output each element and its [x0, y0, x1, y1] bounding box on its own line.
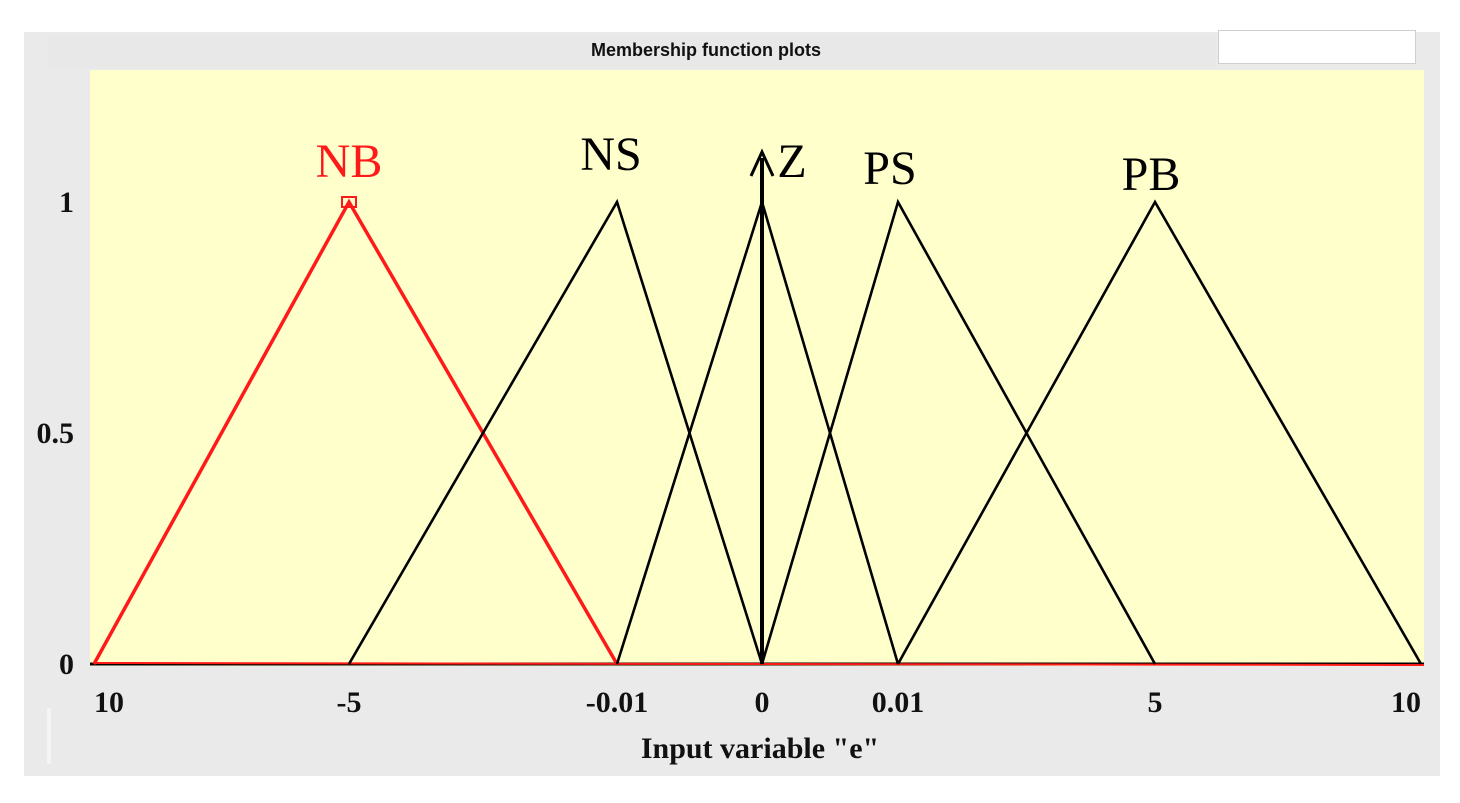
plot-area[interactable] [90, 70, 1424, 666]
zero-axis-arrow [749, 148, 775, 664]
mf-curve-ps [760, 198, 1157, 665]
x-tick-label: 5 [1148, 686, 1163, 719]
selection-handle [341, 196, 357, 208]
membership-curves [90, 196, 1425, 666]
y-tick-label: 1 [59, 186, 74, 219]
x-tick-label: 0.01 [872, 686, 925, 719]
mf-label-z: Z [777, 135, 806, 188]
arrow-head [749, 148, 775, 177]
panel-header [48, 36, 1216, 68]
y-tick-labels: 00.51 [37, 186, 75, 681]
info-box [1218, 30, 1416, 64]
x-tick-labels: 10 -5 -0.01 0 0.01 5 10 [94, 686, 1421, 719]
mf-curve-nb [92, 198, 619, 665]
x-tick-label: 0 [755, 686, 770, 719]
scroll-marker [47, 708, 51, 764]
mf-label-ps: PS [863, 142, 916, 195]
mf-curve-ns [347, 198, 764, 665]
mf-label-pb: PB [1122, 148, 1181, 201]
x-tick-label: -5 [337, 686, 362, 719]
mf-label-nb: NB [316, 135, 383, 188]
membership-labels: NB NS Z PS PB [316, 128, 1181, 201]
mf-baseline-nb [93, 662, 1425, 666]
y-tick-label: 0.5 [37, 417, 75, 450]
panel-title: Membership function plots [590, 40, 821, 60]
x-tick-label: 10 [1391, 686, 1421, 719]
mf-label-ns: NS [580, 128, 641, 181]
y-tick-label: 0 [59, 648, 74, 681]
x-axis-label: Input variable "e" [641, 732, 879, 765]
x-tick-label: 10 [94, 686, 124, 719]
mf-curve-pb [896, 199, 1423, 665]
x-tick-label: -0.01 [586, 686, 649, 719]
